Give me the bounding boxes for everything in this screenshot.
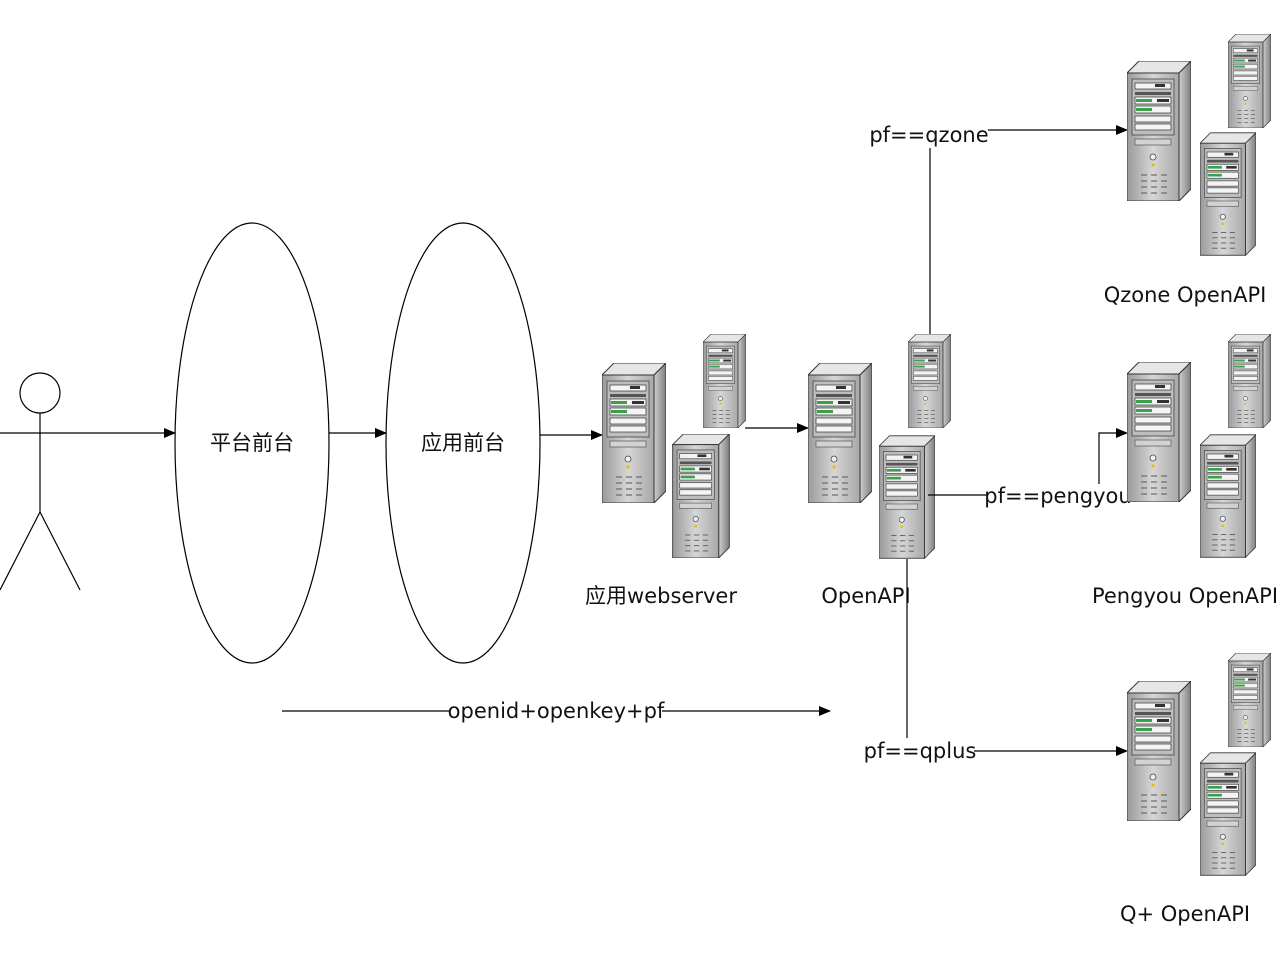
stick-figure-icon [0, 372, 81, 591]
qzone-edge-label: pf==qzone [869, 123, 988, 147]
server-cluster-icon [808, 334, 951, 559]
pengyou-branch-arrow [1098, 428, 1128, 484]
server-cluster-icon [1127, 653, 1271, 876]
pengyou-edge-label: pf==pengyou [984, 484, 1131, 508]
platform-front-label: 平台前台 [210, 431, 294, 455]
app-webserver-label: 应用webserver [585, 584, 737, 608]
qplus-edge-label: pf==qplus [864, 739, 977, 763]
server-cluster-icon [602, 334, 746, 558]
app-front-ellipse [385, 222, 541, 664]
qplus-openapi-label: Q+ OpenAPI [1120, 902, 1250, 926]
server-cluster-icon [1127, 334, 1271, 558]
pengyou-openapi-label: Pengyou OpenAPI [1092, 584, 1278, 608]
openapi-label: OpenAPI [821, 584, 910, 608]
server-cluster-icon [1127, 34, 1271, 256]
app-front-label: 应用前台 [421, 431, 505, 455]
params-label: openid+openkey+pf [448, 699, 665, 723]
platform-front-ellipse [174, 222, 330, 664]
qzone-openapi-label: Qzone OpenAPI [1104, 283, 1267, 307]
